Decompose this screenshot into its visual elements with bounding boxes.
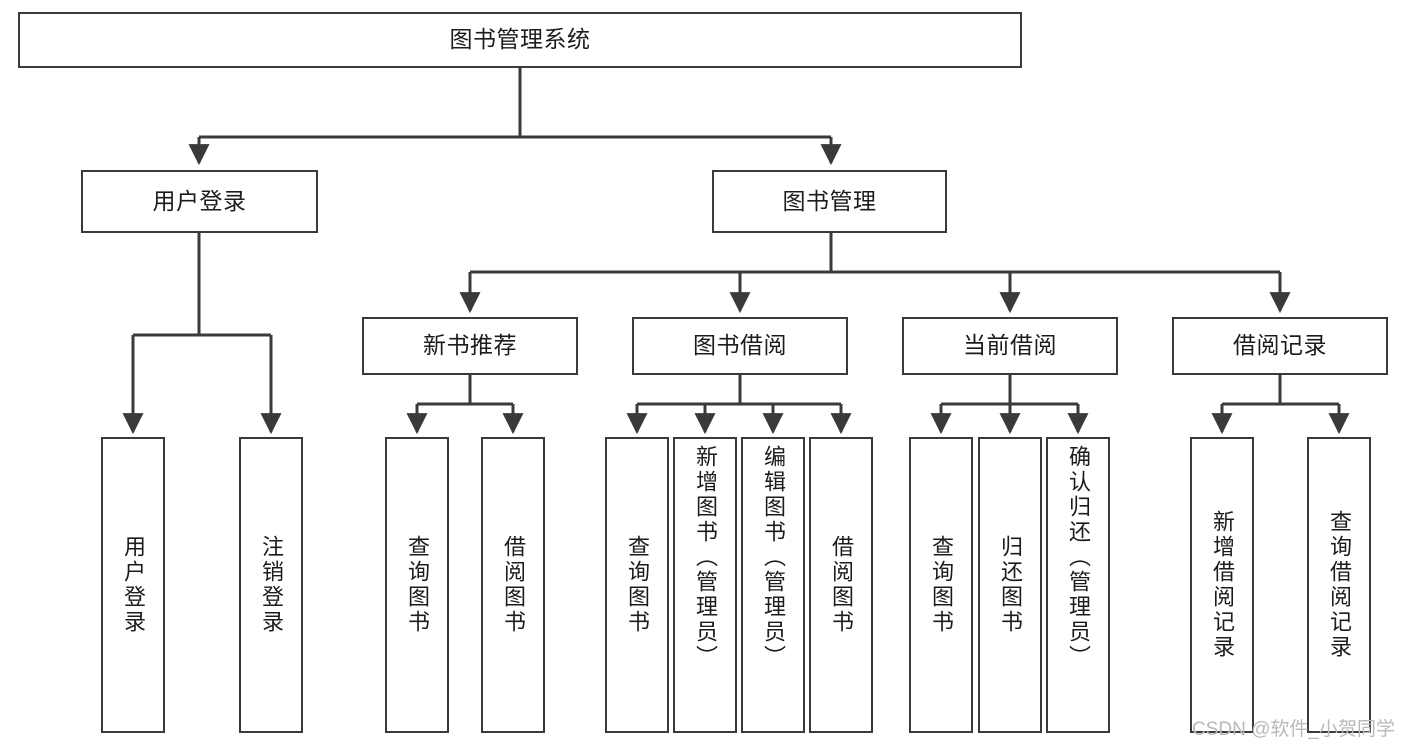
leaf-user-login-login[interactable]: 用户登录 <box>101 437 165 733</box>
node-book-management[interactable]: 图书管理 <box>712 170 947 233</box>
node-label: 编辑图书（管理员） <box>761 445 786 670</box>
node-book-borrow[interactable]: 图书借阅 <box>632 317 848 375</box>
leaf-record-add-borrow-record[interactable]: 新增借阅记录 <box>1190 437 1254 733</box>
node-label: 新书推荐 <box>423 332 517 359</box>
leaf-recommend-borrow-book[interactable]: 借阅图书 <box>481 437 545 733</box>
node-label: 查询图书 <box>929 535 954 635</box>
node-label: 确认归还（管理员） <box>1066 445 1091 670</box>
node-root-book-management-system[interactable]: 图书管理系统 <box>18 12 1022 68</box>
node-label: 借阅记录 <box>1233 332 1327 359</box>
leaf-borrow-query-book[interactable]: 查询图书 <box>605 437 669 733</box>
node-label: 当前借阅 <box>963 332 1057 359</box>
leaf-borrow-edit-book-admin[interactable]: 编辑图书（管理员） <box>741 437 805 733</box>
node-label: 注销登录 <box>259 535 284 635</box>
node-label: 查询图书 <box>405 535 430 635</box>
leaf-current-return-book[interactable]: 归还图书 <box>978 437 1042 733</box>
node-user-login[interactable]: 用户登录 <box>81 170 318 233</box>
leaf-borrow-borrow-book[interactable]: 借阅图书 <box>809 437 873 733</box>
node-label: 图书管理系统 <box>449 26 591 53</box>
leaf-current-query-book[interactable]: 查询图书 <box>909 437 973 733</box>
node-label: 用户登录 <box>121 535 146 635</box>
node-borrow-record[interactable]: 借阅记录 <box>1172 317 1388 375</box>
leaf-record-query-borrow-record[interactable]: 查询借阅记录 <box>1307 437 1371 733</box>
node-current-borrow[interactable]: 当前借阅 <box>902 317 1118 375</box>
node-label: 图书管理 <box>782 187 877 214</box>
node-label: 新增图书（管理员） <box>693 445 718 670</box>
node-label: 归还图书 <box>998 535 1023 635</box>
leaf-borrow-add-book-admin[interactable]: 新增图书（管理员） <box>673 437 737 733</box>
node-label: 查询图书 <box>625 535 650 635</box>
csdn-watermark: CSDN @软件_小贺同学 <box>1192 719 1395 740</box>
node-label: 图书借阅 <box>693 332 787 359</box>
node-label: 新增借阅记录 <box>1210 510 1235 660</box>
node-new-book-recommend[interactable]: 新书推荐 <box>362 317 578 375</box>
leaf-recommend-query-book[interactable]: 查询图书 <box>385 437 449 733</box>
leaf-user-login-logout[interactable]: 注销登录 <box>239 437 303 733</box>
node-label: 用户登录 <box>152 187 247 214</box>
node-label: 借阅图书 <box>829 535 854 635</box>
node-label: 借阅图书 <box>501 535 526 635</box>
node-label: 查询借阅记录 <box>1327 510 1352 660</box>
leaf-current-confirm-return-admin[interactable]: 确认归还（管理员） <box>1046 437 1110 733</box>
